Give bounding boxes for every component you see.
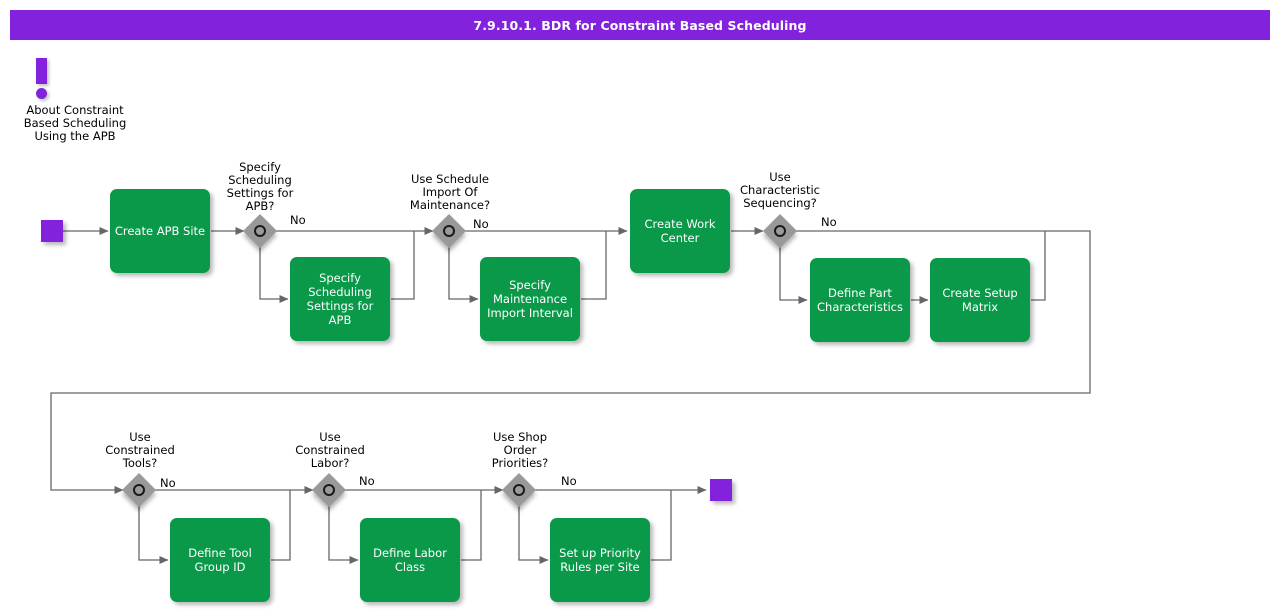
- decision-ring-icon: [323, 484, 335, 496]
- process-define-labor-class[interactable]: Define Labor Class: [360, 518, 460, 602]
- end-terminator[interactable]: [710, 479, 732, 501]
- process-create-work-center[interactable]: Create Work Center: [630, 189, 730, 273]
- decision-ring-icon: [443, 225, 455, 237]
- decision-shop-order-priorities[interactable]: [502, 473, 536, 507]
- decision-caption-constrained-tools: Use Constrained Tools?: [105, 430, 175, 470]
- decision-schedule-import[interactable]: [432, 214, 466, 248]
- decision-ring-icon: [774, 225, 786, 237]
- page-title: 7.9.10.1. BDR for Constraint Based Sched…: [10, 10, 1270, 40]
- process-create-apb-site[interactable]: Create APB Site: [110, 189, 210, 273]
- decision-specify-scheduling[interactable]: [243, 214, 277, 248]
- edge-label-characteristic-sequencing-no: No: [821, 215, 837, 229]
- edge-label-shop-order-priorities-no: No: [561, 474, 577, 488]
- edge-label-constrained-labor-no: No: [359, 474, 375, 488]
- edge-label-constrained-tools-no: No: [160, 476, 176, 490]
- about-note-label: About Constraint Based Scheduling Using …: [23, 103, 127, 143]
- decision-caption-schedule-import: Use Schedule Import Of Maintenance?: [409, 172, 491, 212]
- process-define-part-characteristics[interactable]: Define Part Characteristics: [810, 258, 910, 342]
- start-terminator[interactable]: [41, 220, 63, 242]
- decision-caption-characteristic-sequencing: Use Characteristic Sequencing?: [740, 170, 820, 210]
- decision-ring-icon: [254, 225, 266, 237]
- process-specify-scheduling-settings[interactable]: Specify Scheduling Settings for APB: [290, 257, 390, 341]
- decision-characteristic-sequencing[interactable]: [763, 214, 797, 248]
- decision-ring-icon: [133, 484, 145, 496]
- process-specify-maintenance-interval[interactable]: Specify Maintenance Import Interval: [480, 257, 580, 341]
- edge-label-schedule-import-no: No: [473, 217, 489, 231]
- process-set-up-priority-rules[interactable]: Set up Priority Rules per Site: [550, 518, 650, 602]
- about-note[interactable]: About Constraint Based Scheduling Using …: [10, 58, 140, 150]
- process-create-setup-matrix[interactable]: Create Setup Matrix: [930, 258, 1030, 342]
- exclamation-dot-icon: [36, 88, 47, 99]
- process-define-tool-group-id[interactable]: Define Tool Group ID: [170, 518, 270, 602]
- exclamation-mark-icon: [36, 58, 47, 84]
- edge-label-specify-scheduling-no: No: [290, 213, 306, 227]
- decision-constrained-labor[interactable]: [312, 473, 346, 507]
- decision-caption-shop-order-priorities: Use Shop Order Priorities?: [491, 430, 549, 470]
- decision-caption-constrained-labor: Use Constrained Labor?: [295, 430, 365, 470]
- decision-constrained-tools[interactable]: [122, 473, 156, 507]
- decision-caption-specify-scheduling: Specify Scheduling Settings for APB?: [226, 160, 294, 213]
- decision-ring-icon: [513, 484, 525, 496]
